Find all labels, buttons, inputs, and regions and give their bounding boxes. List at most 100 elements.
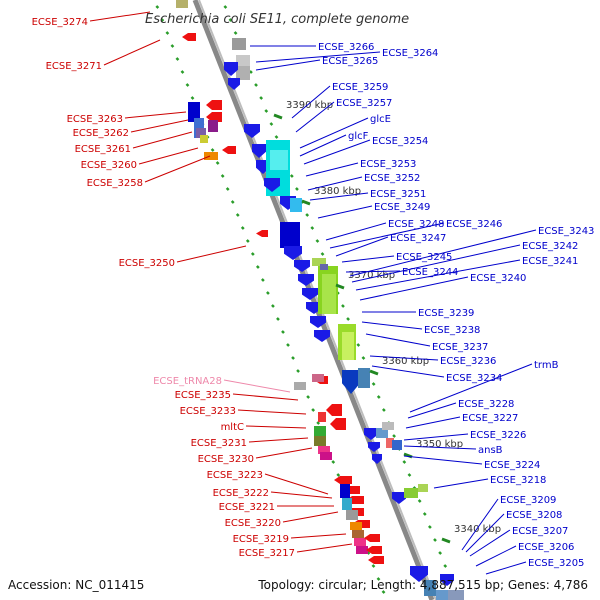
gene-block[interactable] — [236, 66, 250, 80]
gene-label-ecse_3274[interactable]: ECSE_3274 — [32, 17, 88, 28]
gene-label-glcf[interactable]: glcF — [348, 131, 369, 142]
gene-label-ecse_3230[interactable]: ECSE_3230 — [198, 454, 254, 465]
gene-label-ecse_3240[interactable]: ECSE_3240 — [470, 273, 526, 284]
gene-label-ecse_3245[interactable]: ECSE_3245 — [396, 252, 452, 263]
gene-arrow-forward[interactable] — [364, 428, 378, 440]
gene-label-ecse_3220[interactable]: ECSE_3220 — [225, 518, 281, 529]
gene-label-ecse_3271[interactable]: ECSE_3271 — [46, 61, 102, 72]
gene-label-ecse_3264[interactable]: ECSE_3264 — [382, 48, 438, 59]
gene-block[interactable] — [320, 452, 332, 460]
gene-arrow-forward[interactable] — [392, 492, 406, 504]
gene-label-ansb[interactable]: ansB — [478, 445, 503, 456]
gene-arrow-forward[interactable] — [302, 288, 318, 300]
gene-label-ecse_3228[interactable]: ECSE_3228 — [458, 399, 514, 410]
gene-block[interactable] — [318, 446, 330, 454]
gene-arrow-reverse[interactable] — [364, 534, 380, 542]
gene-block[interactable] — [176, 0, 188, 8]
gene-label-ecse_3253[interactable]: ECSE_3253 — [360, 159, 416, 170]
gene-block[interactable] — [314, 436, 326, 446]
gene-label-ecse_3226[interactable]: ECSE_3226 — [470, 430, 526, 441]
gene-label-ecse_3221[interactable]: ECSE_3221 — [219, 502, 275, 513]
gene-label-ecse_3231[interactable]: ECSE_3231 — [191, 438, 247, 449]
gene-arrow-forward[interactable] — [342, 370, 360, 394]
gene-block[interactable] — [436, 590, 450, 600]
gene-label-ecse_3242[interactable]: ECSE_3242 — [522, 241, 578, 252]
gene-label-ecse_3250[interactable]: ECSE_3250 — [119, 258, 175, 269]
gene-block[interactable] — [322, 274, 336, 314]
gene-label-ecse_3209[interactable]: ECSE_3209 — [500, 495, 556, 506]
gene-block[interactable] — [270, 150, 288, 170]
gene-block[interactable] — [350, 522, 362, 530]
gene-block[interactable] — [312, 374, 324, 382]
gene-block[interactable] — [386, 438, 394, 448]
gene-arrow-forward[interactable] — [294, 260, 310, 272]
gene-label-ecse_3233[interactable]: ECSE_3233 — [180, 406, 236, 417]
gene-arrow-forward[interactable] — [244, 124, 260, 138]
gene-label-ecse_3205[interactable]: ECSE_3205 — [528, 558, 584, 569]
gene-arrow-forward[interactable] — [284, 246, 302, 260]
gene-arrow-forward[interactable] — [298, 274, 314, 286]
gene-arrow-forward[interactable] — [252, 144, 266, 158]
gene-arrow-forward[interactable] — [410, 566, 428, 582]
gene-label-ecse_3254[interactable]: ECSE_3254 — [372, 136, 428, 147]
gene-label-ecse_3260[interactable]: ECSE_3260 — [81, 160, 137, 171]
gene-block[interactable] — [404, 488, 418, 498]
gene-block[interactable] — [352, 530, 364, 538]
gene-label-ecse_3263[interactable]: ECSE_3263 — [67, 114, 123, 125]
gene-arrow-reverse[interactable] — [182, 33, 196, 41]
gene-block[interactable] — [448, 590, 464, 600]
gene-block[interactable] — [208, 120, 218, 132]
gene-arrow-forward[interactable] — [372, 454, 382, 464]
gene-arrow-forward[interactable] — [264, 178, 280, 192]
gene-arrow-reverse[interactable] — [334, 476, 352, 484]
gene-arrow-reverse[interactable] — [222, 146, 236, 154]
gene-arrow-reverse[interactable] — [206, 112, 222, 122]
gene-label-ecse_trna28[interactable]: ECSE_tRNA28 — [153, 376, 222, 387]
gene-block[interactable] — [196, 128, 206, 138]
gene-label-trmb[interactable]: trmB — [534, 360, 559, 371]
gene-label-ecse_3241[interactable]: ECSE_3241 — [522, 256, 578, 267]
gene-label-ecse_3251[interactable]: ECSE_3251 — [370, 189, 426, 200]
gene-label-ecse_3246[interactable]: ECSE_3246 — [446, 219, 502, 230]
gene-block[interactable] — [290, 198, 302, 212]
gene-label-ecse_3207[interactable]: ECSE_3207 — [512, 526, 568, 537]
gene-block[interactable] — [200, 135, 208, 143]
gene-arrow-forward[interactable] — [310, 316, 326, 328]
gene-label-ecse_3208[interactable]: ECSE_3208 — [506, 510, 562, 521]
gene-block[interactable] — [204, 152, 218, 160]
gene-label-ecse_3244[interactable]: ECSE_3244 — [402, 267, 458, 278]
gene-label-ecse_3248[interactable]: ECSE_3248 — [388, 219, 444, 230]
gene-label-ecse_3224[interactable]: ECSE_3224 — [484, 460, 540, 471]
gene-block[interactable] — [188, 102, 200, 122]
gene-label-ecse_3219[interactable]: ECSE_3219 — [233, 534, 289, 545]
gene-label-ecse_3237[interactable]: ECSE_3237 — [432, 342, 488, 353]
gene-arrow-reverse[interactable] — [366, 546, 382, 554]
gene-label-ecse_3236[interactable]: ECSE_3236 — [440, 356, 496, 367]
gene-block[interactable] — [346, 510, 358, 520]
gene-block[interactable] — [424, 580, 436, 596]
gene-block[interactable] — [376, 428, 388, 438]
gene-arrow-forward[interactable] — [440, 574, 454, 586]
gene-label-ecse_3259[interactable]: ECSE_3259 — [332, 82, 388, 93]
gene-block[interactable] — [342, 498, 352, 510]
gene-label-ecse_3222[interactable]: ECSE_3222 — [213, 488, 269, 499]
gene-arrow-reverse[interactable] — [330, 418, 346, 430]
gene-arrow-forward[interactable] — [228, 78, 240, 90]
gene-block[interactable] — [340, 484, 350, 498]
gene-block[interactable] — [342, 332, 354, 360]
gene-label-ecse_3252[interactable]: ECSE_3252 — [364, 173, 420, 184]
gene-block[interactable] — [354, 538, 366, 546]
gene-label-ecse_3223[interactable]: ECSE_3223 — [207, 470, 263, 481]
gene-label-ecse_3249[interactable]: ECSE_3249 — [374, 202, 430, 213]
gene-label-ecse_3257[interactable]: ECSE_3257 — [336, 98, 392, 109]
gene-block[interactable] — [418, 484, 428, 492]
gene-label-ecse_3243[interactable]: ECSE_3243 — [538, 226, 594, 237]
gene-arrow-reverse[interactable] — [368, 556, 384, 564]
gene-block[interactable] — [318, 412, 326, 422]
gene-arrow-reverse[interactable] — [206, 100, 222, 110]
gene-arrow-reverse[interactable] — [256, 230, 268, 237]
gene-block[interactable] — [382, 422, 394, 430]
gene-block[interactable] — [294, 382, 306, 390]
gene-label-ecse_3247[interactable]: ECSE_3247 — [390, 233, 446, 244]
